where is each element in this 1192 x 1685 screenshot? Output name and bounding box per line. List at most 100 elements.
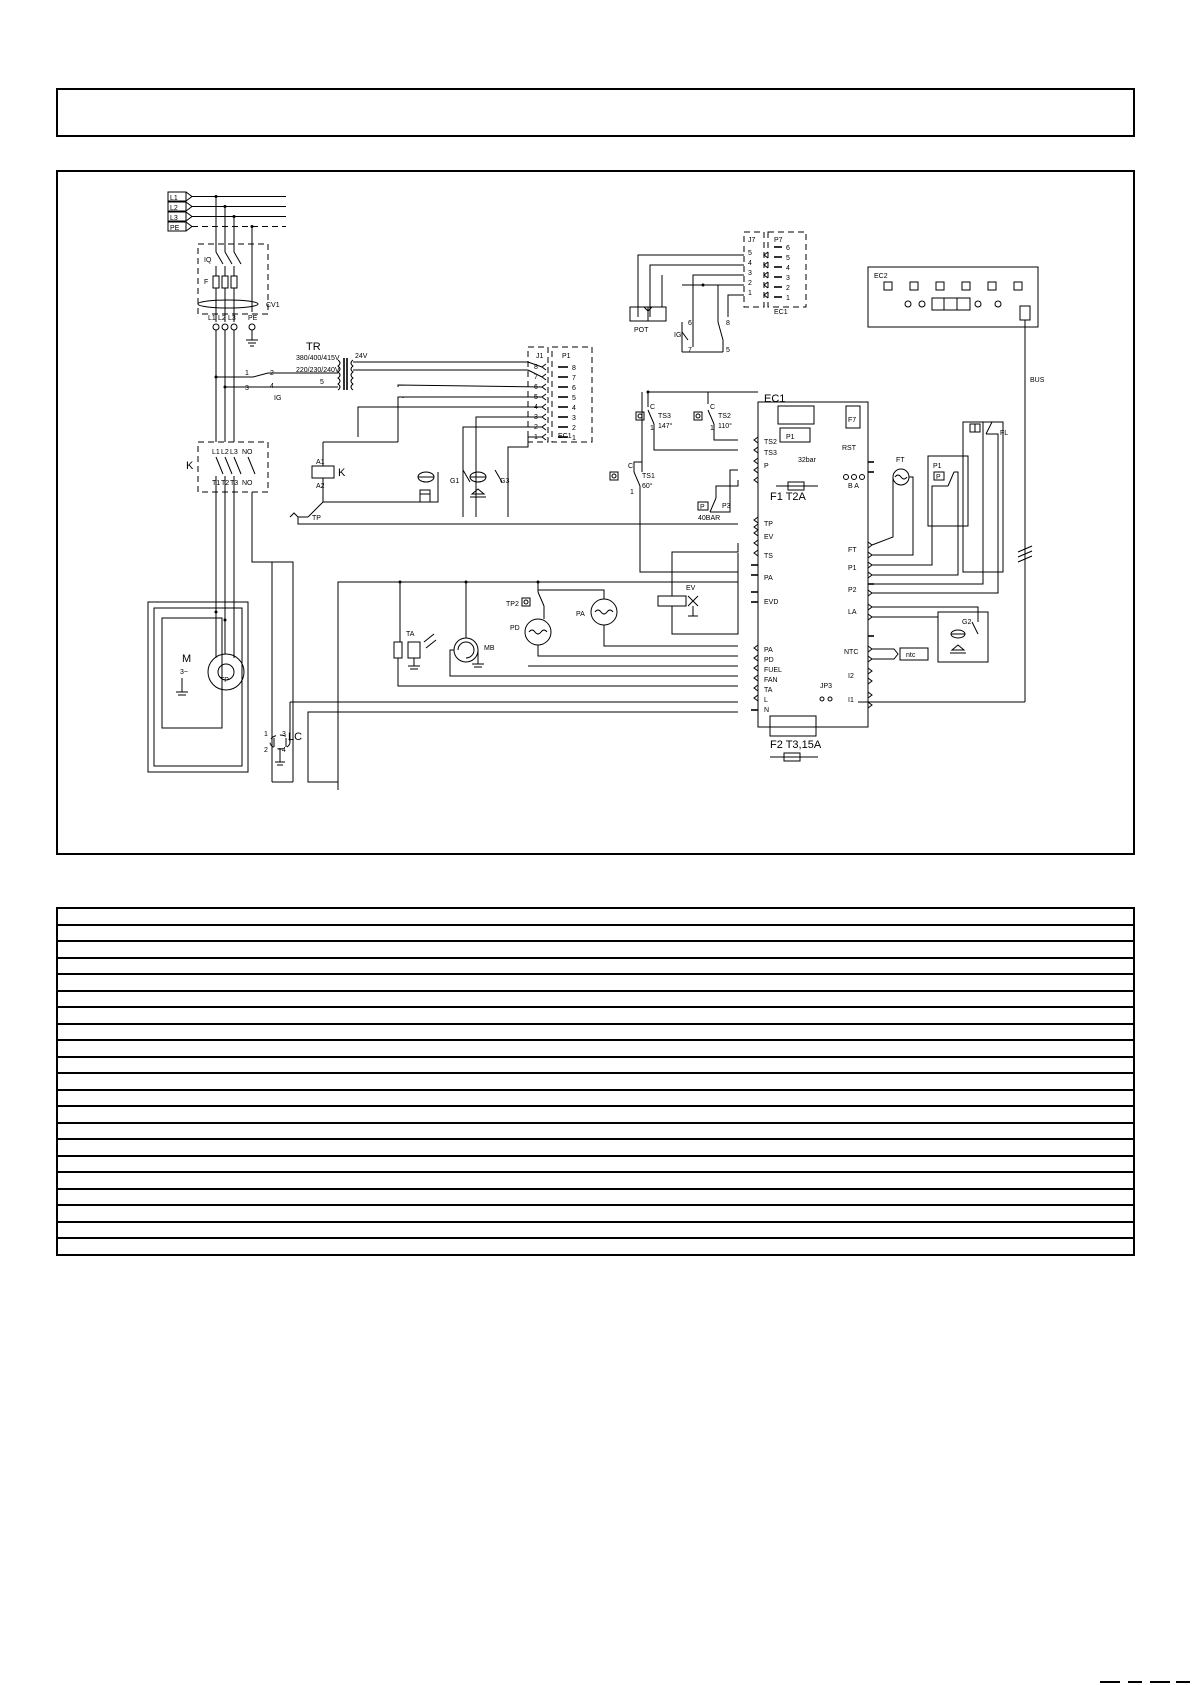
term-la: LA <box>848 609 857 616</box>
ts3-label: TS3 <box>658 413 671 420</box>
legend-cell <box>265 1154 875 1173</box>
legend-cell <box>1047 973 1134 992</box>
legend-row <box>57 1154 1134 1173</box>
fuse2-label: F2 T3,15A <box>770 739 822 751</box>
k-pin-no-bottom: NO <box>242 480 253 487</box>
supply-l1-label: L1 <box>170 195 178 202</box>
legend-cell <box>163 973 266 992</box>
term-evd: EVD <box>764 599 778 606</box>
legend-cell <box>163 1121 266 1140</box>
power-terminals: L1 L2 L3 PE <box>208 315 258 442</box>
ts2-n-label: 1 <box>710 425 714 432</box>
legend-cell <box>163 1171 266 1190</box>
legend-cell <box>57 989 96 1008</box>
g2-label: G2 <box>962 619 971 626</box>
legend-cell <box>95 940 164 959</box>
legend-row <box>57 1088 1134 1107</box>
legend-row <box>57 923 1134 942</box>
tp-label: TP <box>312 515 321 522</box>
ec1-left-terminals: TS2 TS3 P TP EV TS PA EVD PA PD FUEL FAN… <box>751 436 782 714</box>
title-box <box>56 88 1135 137</box>
legend-cell <box>1047 923 1134 942</box>
term-ft: FT <box>848 547 857 554</box>
legend-cell <box>163 956 266 975</box>
legend-row <box>57 1022 1134 1041</box>
legend-row <box>57 989 1134 1008</box>
legend-cell <box>163 1154 266 1173</box>
legend-cell <box>95 1154 164 1173</box>
g1-label: G1 <box>450 478 459 485</box>
terminal-l2-label: L2 <box>218 315 226 322</box>
legend-cell <box>95 1138 164 1157</box>
legend-cell <box>163 1138 266 1157</box>
term-ntc: NTC <box>844 649 858 656</box>
legend-cell <box>57 940 96 959</box>
wiring-diagram-frame: L1 L2 L3 PE IQ F CV1 L <box>56 170 1135 855</box>
legend-cell <box>874 1171 1048 1190</box>
lc-filter: LC 1 2 3 4 <box>264 562 738 783</box>
legend-cell <box>57 1204 96 1223</box>
legend-cell <box>265 989 875 1008</box>
legend-cell <box>57 1138 96 1157</box>
rst-label: RST <box>842 445 857 452</box>
tr-pin1: 1 <box>245 370 249 377</box>
legend-row <box>57 1072 1134 1091</box>
tr-tap-a-label: 380/400/415V <box>296 355 340 362</box>
k-pin-l1: L1 <box>212 449 220 456</box>
term-i1: I1 <box>848 697 854 704</box>
legend-row <box>57 1055 1134 1074</box>
legend-cell <box>265 1072 875 1091</box>
p1-pin-6: 6 <box>572 385 576 392</box>
legend-cell <box>95 1039 164 1058</box>
terminal-l3-label: L3 <box>228 315 236 322</box>
connector-j7-p7: J7 P7 EC1 5 4 3 2 1 6 5 4 3 2 1 <box>637 231 807 347</box>
ec2-label: EC2 <box>874 273 888 280</box>
legend-row <box>57 1204 1134 1223</box>
legend-cell <box>163 1237 266 1256</box>
legend-row <box>57 956 1134 975</box>
legend-cell <box>57 1055 96 1074</box>
lc-pin-4: 4 <box>282 747 286 754</box>
legend-cell <box>265 1039 875 1058</box>
legend-cell <box>57 1006 96 1025</box>
legend-cell <box>1047 1237 1134 1256</box>
legend-cell <box>874 940 1048 959</box>
p3-symbol: P <box>700 504 705 511</box>
legend-cell <box>57 1088 96 1107</box>
b-a-label: B A <box>848 483 859 490</box>
legend-cell <box>163 923 266 942</box>
tp2-label: TP2 <box>506 601 519 608</box>
pot-label: POT <box>634 327 649 334</box>
legend-cell <box>95 1055 164 1074</box>
wiring-diagram: L1 L2 L3 PE IQ F CV1 L <box>147 191 1045 790</box>
legend-cell <box>57 1072 96 1091</box>
legend-cell <box>874 1204 1048 1223</box>
mb-label: MB <box>484 645 495 652</box>
page-edge-mark <box>1100 1681 1120 1683</box>
legend-row <box>57 1039 1134 1058</box>
coil-a1-label: A1 <box>316 459 325 466</box>
term-ta: TA <box>764 687 773 694</box>
legend-cell <box>163 1220 266 1239</box>
legend-row <box>57 1121 1134 1140</box>
tr-pin3: 3 <box>245 385 249 392</box>
p1-pin-2: 2 <box>572 425 576 432</box>
display-board-ec2: EC2 BUS <box>858 266 1045 703</box>
ev-label: EV <box>686 585 696 592</box>
fuse1-label: F1 T2A <box>770 491 807 503</box>
legend-cell <box>57 1121 96 1140</box>
thermostats: C 1 TS3 147° C 1 TS2 110° C 1 TS1 60° P … <box>609 390 758 573</box>
legend-cell <box>874 1055 1048 1074</box>
p7-pin-1: 1 <box>786 295 790 302</box>
legend-cell <box>874 1121 1048 1140</box>
tp-switch: TP <box>289 501 738 525</box>
legend-cell <box>874 907 1048 926</box>
legend-cell <box>1047 1154 1134 1173</box>
p7-pin-5: 5 <box>786 255 790 262</box>
legend-cell <box>57 1220 96 1239</box>
fuse-label: F <box>204 279 208 286</box>
p-rating-label: 32bar <box>798 457 817 464</box>
term-l: L <box>764 697 768 704</box>
legend-cell <box>1047 1088 1134 1107</box>
legend-cell <box>1047 1220 1134 1239</box>
